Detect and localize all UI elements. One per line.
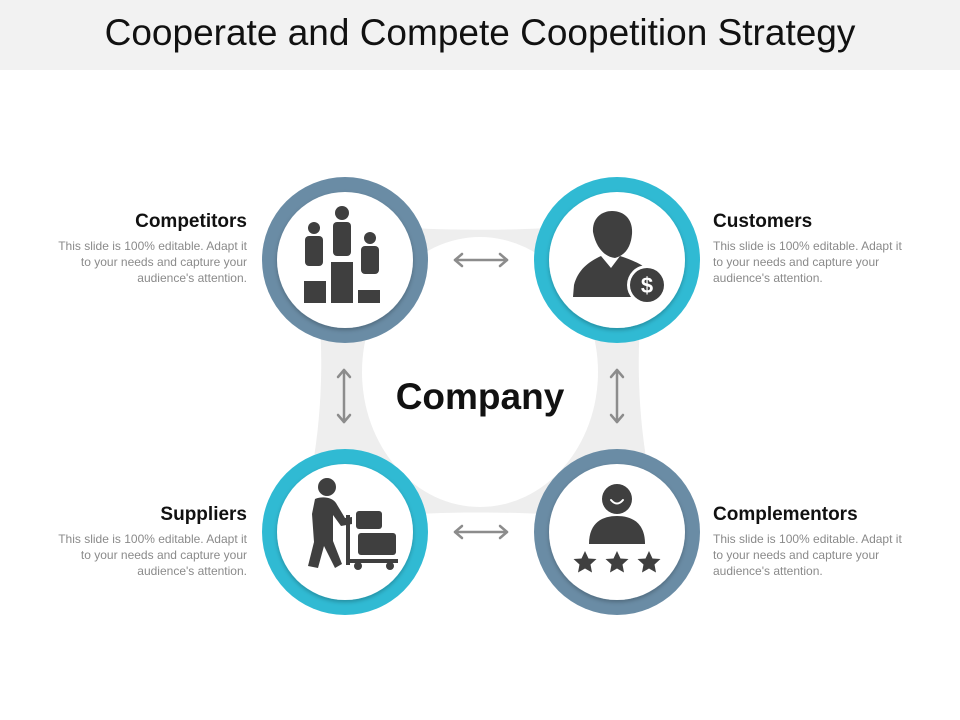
center-company-label: Company (395, 376, 565, 417)
suppliers-circle (262, 449, 428, 615)
customers-desc: This slide is 100% editable. Adapt it to… (713, 239, 902, 285)
arrow-bottom (453, 524, 509, 540)
center-hole (362, 237, 598, 507)
rated-person-icon (573, 484, 661, 573)
arrow-top (453, 252, 509, 268)
customers-title: Customers (713, 211, 813, 232)
competitors-desc: This slide is 100% editable. Adapt it to… (58, 239, 247, 285)
slide-title: Cooperate and Compete Coopetition Strate… (104, 12, 856, 53)
svg-text:$: $ (641, 273, 653, 298)
suppliers-title: Suppliers (160, 504, 247, 525)
delivery-worker-icon (308, 478, 398, 570)
suppliers-desc: This slide is 100% editable. Adapt it to… (58, 532, 247, 578)
arrow-right (609, 368, 625, 424)
podium-people-icon (304, 206, 380, 303)
complementors-title: Complementors (713, 504, 858, 525)
competitors-title: Competitors (135, 211, 247, 232)
competitors-circle (262, 177, 428, 343)
complementors-desc: This slide is 100% editable. Adapt it to… (713, 532, 902, 578)
title-bar (0, 0, 960, 70)
arrow-left (336, 368, 352, 424)
customer-dollar-icon: $ (573, 211, 667, 305)
